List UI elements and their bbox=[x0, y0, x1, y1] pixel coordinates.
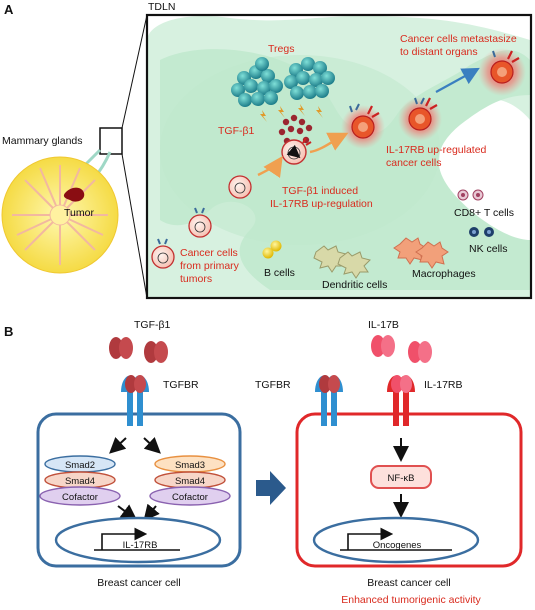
il-17b-dimer-1 bbox=[371, 335, 395, 357]
induced-line2: IL-17RB up-regulation bbox=[270, 198, 373, 210]
macrophages bbox=[393, 237, 449, 269]
primary-line1: Cancer cells bbox=[180, 247, 238, 259]
right-nucleus bbox=[312, 516, 480, 564]
secretion-marks bbox=[260, 104, 323, 122]
tgfbr-receptor-right bbox=[315, 375, 343, 426]
zoom-line-top bbox=[121, 14, 148, 129]
left-receptor-label: TGFBR bbox=[163, 379, 199, 391]
metastasize-line1: Cancer cells metastasize bbox=[400, 33, 517, 45]
right-receptor-a-label: TGFBR bbox=[255, 379, 291, 391]
nfkb-box bbox=[370, 465, 432, 489]
metastasis-arrow bbox=[435, 67, 480, 93]
arrow-to-nucleus-left-a bbox=[117, 504, 138, 521]
zoom-line-bottom bbox=[121, 153, 148, 299]
tdln-frame bbox=[145, 13, 533, 300]
nk-label: NK cells bbox=[469, 243, 508, 255]
metastasize-line2: to distant organs bbox=[400, 46, 478, 58]
tumor-shape bbox=[63, 187, 85, 202]
tregs-cluster-right bbox=[284, 57, 335, 100]
left-cell-label: Breast cancer cell bbox=[97, 577, 180, 589]
tregs-label: Tregs bbox=[268, 43, 294, 55]
nfkb-label: NF-κB bbox=[388, 473, 415, 484]
upregulated-cell-1 bbox=[341, 103, 385, 149]
cofactor-a-label: Cofactor bbox=[62, 492, 98, 503]
right-gene-label: Oncogenes bbox=[373, 540, 422, 551]
primary-line2: from primary bbox=[180, 260, 240, 272]
nk-cells bbox=[469, 227, 494, 237]
tdln-label: TDLN bbox=[148, 1, 175, 13]
mammary-gland bbox=[1, 148, 119, 274]
left-gene-promoter bbox=[94, 527, 180, 551]
induced-cancer-cell bbox=[281, 137, 312, 165]
zoom-box bbox=[99, 127, 123, 155]
cofactor-a-ellipse bbox=[39, 486, 121, 506]
b-cells-label: B cells bbox=[264, 267, 295, 279]
transition-arrow bbox=[256, 471, 286, 505]
metastasizing-cell bbox=[478, 48, 526, 96]
tgf-b1-dimer-2 bbox=[144, 341, 168, 363]
right-gene-promoter bbox=[340, 527, 452, 551]
cd8-label: CD8+ T cells bbox=[454, 207, 514, 219]
activity-label: Enhanced tumorigenic activity bbox=[341, 594, 481, 606]
arrow-to-smad2 bbox=[109, 436, 127, 454]
tumor-label: Tumor bbox=[64, 207, 94, 219]
left-gene-label: IL-17RB bbox=[123, 540, 158, 551]
smad3-label: Smad3 bbox=[175, 460, 205, 471]
primary-cancer-cell-1 bbox=[188, 207, 212, 238]
induction-arrow bbox=[257, 155, 283, 179]
upregulated-line1: IL-17RB up-regulated bbox=[386, 144, 487, 156]
left-ligand-label: TGF-β1 bbox=[134, 319, 171, 331]
panel-a-letter: A bbox=[4, 2, 14, 17]
upregulated-cell-2 bbox=[398, 97, 442, 141]
mammary-glands-label: Mammary glands bbox=[2, 135, 83, 147]
dendritic-cells bbox=[313, 245, 371, 279]
cofactor-b-label: Cofactor bbox=[172, 492, 208, 503]
primary-line3: tumors bbox=[180, 273, 212, 285]
right-cell-label: Breast cancer cell bbox=[367, 577, 450, 589]
macrophages-label: Macrophages bbox=[412, 268, 476, 280]
upregulation-arrow bbox=[309, 132, 349, 154]
panel-b-letter: B bbox=[4, 324, 13, 339]
induced-line1: TGF-β1 induced bbox=[282, 185, 358, 197]
b-cells bbox=[262, 240, 282, 259]
tgf-b1-label: TGF-β1 bbox=[218, 125, 255, 137]
smad4b-label: Smad4 bbox=[175, 476, 205, 487]
arrow-to-nucleus-left-b bbox=[143, 503, 160, 522]
il-17b-dimer-2 bbox=[408, 341, 432, 363]
il-17rb-receptor bbox=[387, 375, 415, 426]
tregs-cluster-left bbox=[231, 57, 283, 107]
tgfbr-receptor-left bbox=[121, 375, 149, 426]
smad2-label: Smad2 bbox=[65, 460, 95, 471]
tgf-b1-dimer-1 bbox=[109, 337, 133, 359]
smad4a-label: Smad4 bbox=[65, 476, 95, 487]
dendritic-cells-label: Dendritic cells bbox=[322, 279, 387, 291]
cd8-t-cells bbox=[457, 189, 484, 201]
right-ligand-label: IL-17B bbox=[368, 319, 399, 331]
upregulated-line2: cancer cells bbox=[386, 157, 441, 169]
cofactor-b-ellipse bbox=[149, 486, 231, 506]
migrating-cancer-cell bbox=[228, 175, 252, 199]
arrow-to-smad3 bbox=[143, 436, 161, 454]
right-receptor-b-label: IL-17RB bbox=[424, 379, 463, 391]
primary-cancer-cell-2 bbox=[151, 238, 175, 269]
